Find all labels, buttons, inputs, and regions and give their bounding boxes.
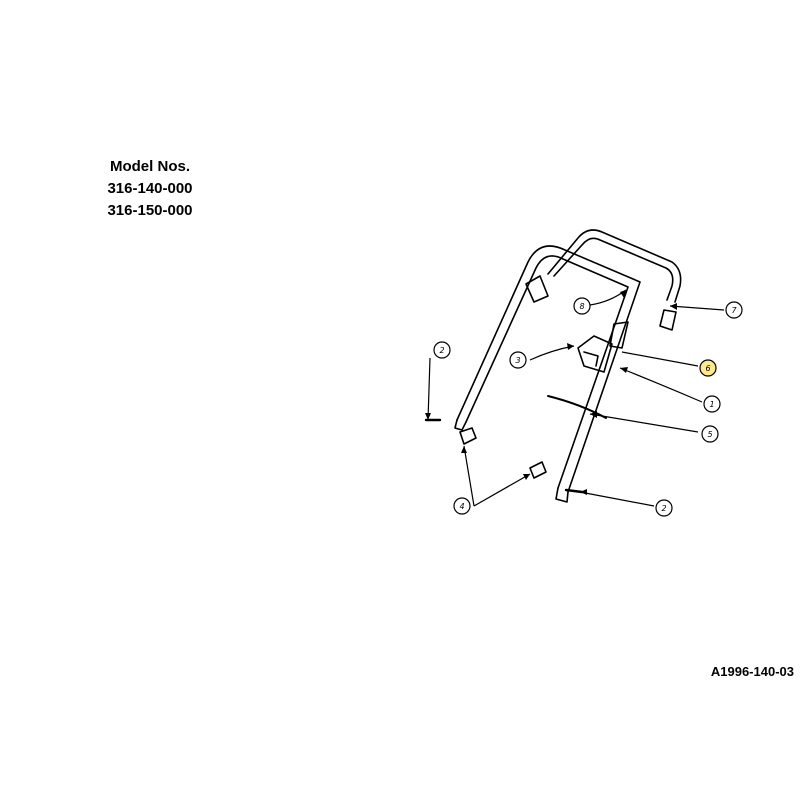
model-number-2: 316-150-000 bbox=[107, 202, 193, 219]
callout-8-circle bbox=[573, 297, 591, 315]
upper-handle-outer bbox=[547, 229, 682, 303]
callout-4-label: 4 bbox=[459, 502, 464, 511]
callout-1-label: 1 bbox=[709, 400, 714, 409]
callout-3-circle bbox=[509, 351, 527, 369]
callout-2-bottom-circle bbox=[655, 499, 673, 517]
callout-6-label: 6 bbox=[705, 364, 710, 373]
diagram-code: A1996-140-03 bbox=[710, 664, 794, 679]
model-numbers: Model Nos. 316-140-000 316-150-000 bbox=[90, 156, 210, 222]
callout-6-circle bbox=[699, 359, 717, 377]
callout-1-circle bbox=[703, 395, 721, 413]
callout-7-label: 7 bbox=[731, 306, 737, 315]
lower-handle-inner bbox=[465, 255, 629, 489]
mount-plate bbox=[609, 321, 629, 349]
model-number-1: 316-140-000 bbox=[107, 180, 193, 197]
callout-3-label: 3 bbox=[515, 356, 520, 365]
right-knob bbox=[529, 461, 547, 479]
callout-5-label: 5 bbox=[707, 430, 712, 439]
callout-2-bottom-label: 2 bbox=[661, 504, 666, 513]
callout-2-top-circle bbox=[433, 341, 451, 359]
upper-handle-inner bbox=[553, 237, 674, 301]
callout-5-circle bbox=[701, 425, 719, 443]
model-title: Model Nos. bbox=[109, 158, 190, 175]
lower-handle-outer bbox=[456, 245, 641, 493]
callout-8-label: 8 bbox=[579, 302, 584, 311]
left-knob bbox=[459, 427, 477, 445]
callout-2-top-label: 2 bbox=[439, 346, 444, 355]
right-bolt bbox=[564, 488, 584, 494]
control-box bbox=[577, 335, 613, 373]
callout-4-circle bbox=[453, 497, 471, 515]
callout-7-circle bbox=[725, 301, 743, 319]
